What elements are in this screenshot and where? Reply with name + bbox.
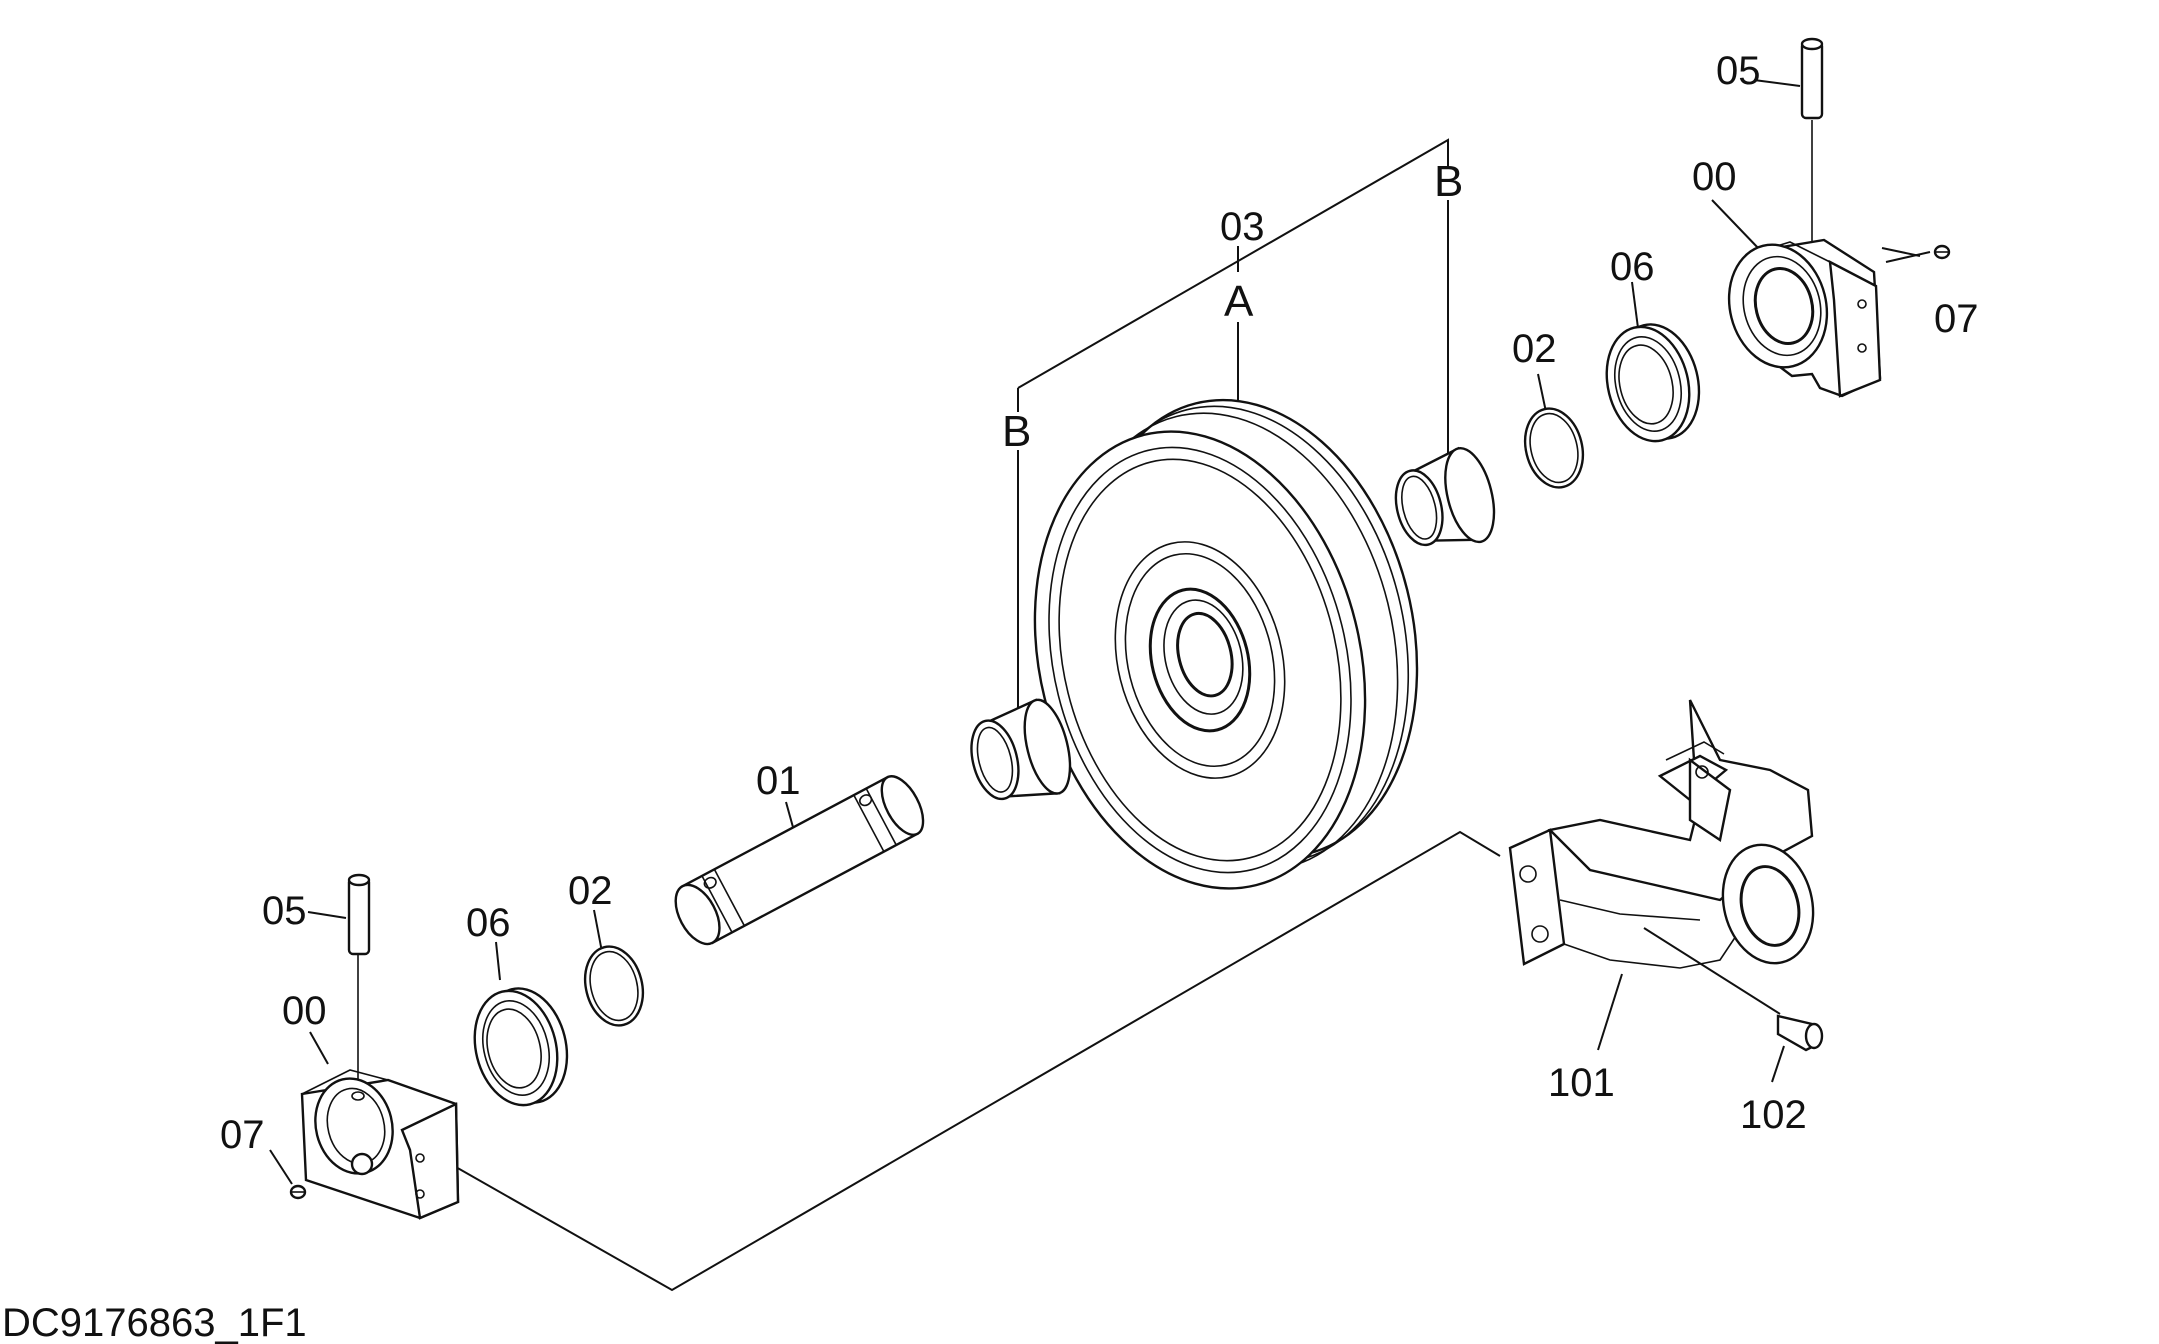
- label-02-top: 02: [1512, 327, 1557, 371]
- label-00-top: 00: [1692, 155, 1737, 199]
- label-01: 01: [756, 759, 801, 803]
- assembly-lines: [269, 79, 1931, 1292]
- bracket-101: [1508, 699, 1815, 969]
- label-03: 03: [1220, 205, 1265, 249]
- sleeve-b-left: [970, 698, 1072, 801]
- o-ring-02-top: [1523, 407, 1585, 489]
- label-07-bottom: 07: [220, 1113, 265, 1157]
- label-a: A: [1224, 277, 1254, 326]
- label-02-bottom: 02: [568, 869, 613, 913]
- label-07-top: 07: [1934, 297, 1979, 341]
- bolt-07-top: [1933, 244, 1951, 260]
- pin-05-bottom: [347, 873, 371, 956]
- drawing-id: DC9176863_1F1: [2, 1301, 307, 1344]
- part-labels: 05 00 07 06 02 03 A B B 01 02 06 05 00 0…: [2, 49, 1979, 1344]
- label-102: 102: [1740, 1093, 1807, 1137]
- bolt-102: [1776, 1014, 1824, 1052]
- sleeve-b-top: [1394, 446, 1496, 547]
- label-101: 101: [1548, 1061, 1615, 1105]
- seal-06-bottom: [473, 987, 569, 1107]
- label-b-left: B: [1002, 407, 1031, 456]
- bearing-housing-00-top: [1727, 238, 1882, 398]
- label-05-top: 05: [1716, 49, 1761, 93]
- o-ring-02-bottom: [583, 945, 645, 1027]
- seal-06-top: [1605, 323, 1701, 443]
- bolt-07-bottom: [289, 1184, 307, 1200]
- idler-wheel-03: [1033, 398, 1419, 890]
- label-b-top: B: [1434, 157, 1463, 206]
- label-06-top: 06: [1610, 245, 1655, 289]
- pin-05-top: [1800, 37, 1824, 120]
- shaft-01: [674, 775, 925, 946]
- label-06-bottom: 06: [466, 901, 511, 945]
- label-05-bottom: 05: [262, 889, 307, 933]
- bearing-housing-00-bottom: [300, 1069, 460, 1220]
- label-00-bottom: 00: [282, 989, 327, 1033]
